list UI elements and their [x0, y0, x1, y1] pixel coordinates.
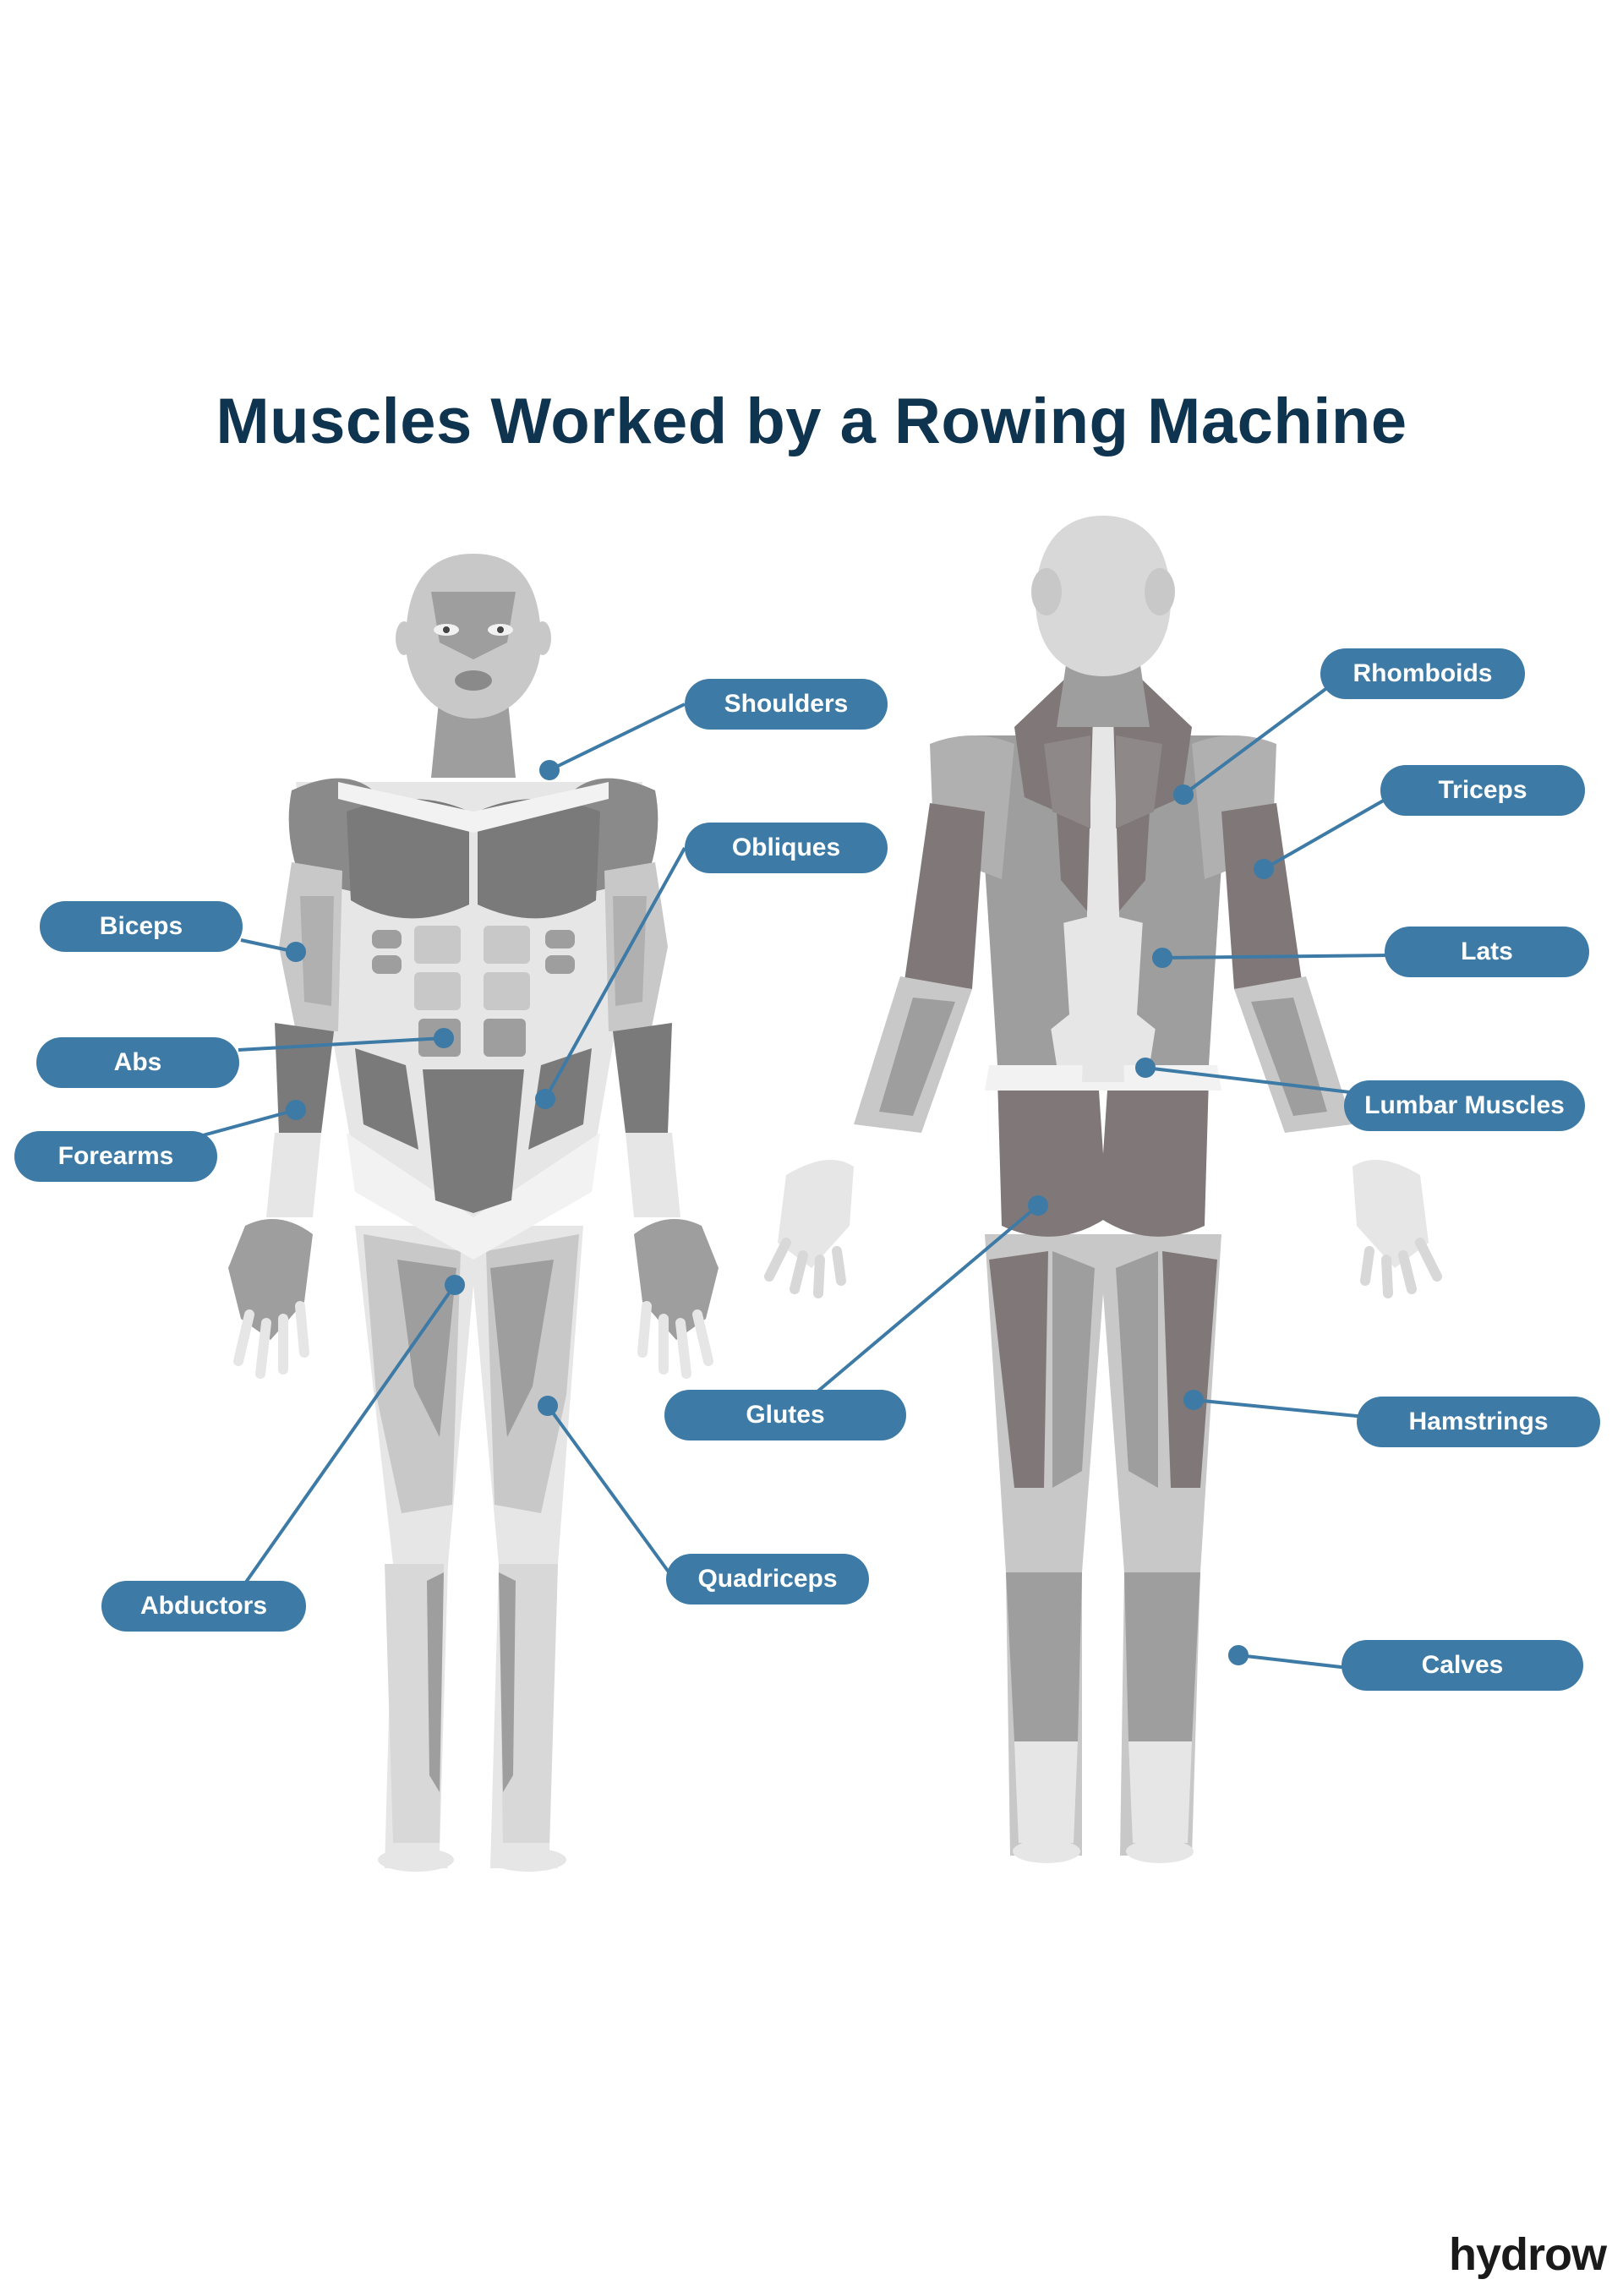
back-ear-left [1031, 568, 1062, 615]
back-upper-arm-right [1221, 803, 1302, 989]
back-upper-arm-left [904, 803, 985, 989]
front-collar [338, 782, 609, 833]
front-oblique-left [355, 1048, 418, 1150]
label-abductors: Abductors [101, 1581, 306, 1632]
leader-lines [202, 683, 1391, 1670]
label-obliques: Obliques [685, 823, 888, 873]
back-foot-right [1126, 1840, 1194, 1863]
label-forearms: Forearms [14, 1131, 217, 1182]
back-glute-left [997, 1074, 1107, 1237]
leader-abs [238, 1028, 454, 1052]
leader-hamstrings [1183, 1390, 1366, 1419]
leader-biceps [240, 938, 306, 962]
back-rhomboid-left [1044, 735, 1090, 828]
front-calf-inner-left [427, 1572, 444, 1792]
front-ear-right [534, 621, 551, 655]
label-calves: Calves [1342, 1640, 1583, 1691]
front-foot-left [378, 1848, 454, 1872]
back-ankle-left [1014, 1741, 1078, 1843]
front-abs-grid [414, 926, 530, 1057]
back-calf-left [1006, 1572, 1082, 1758]
brand-logo: hydrow [1449, 2229, 1607, 2280]
front-wrist-left [266, 1133, 321, 1217]
leader-calves [1228, 1645, 1349, 1670]
leader-lumbar [1135, 1058, 1358, 1095]
label-triceps: Triceps [1380, 765, 1585, 816]
back-rhomboid-right [1116, 735, 1162, 828]
front-forearm-left [275, 1023, 334, 1133]
label-biceps: Biceps [40, 901, 243, 952]
label-glutes: Glutes [664, 1390, 906, 1440]
label-shoulders: Shoulders [685, 679, 888, 730]
back-hand-left [778, 1160, 854, 1268]
front-pec-right [478, 799, 600, 919]
leader-shoulders [539, 702, 686, 780]
leader-lats [1152, 948, 1391, 968]
front-mouth [455, 670, 492, 691]
back-lumbar-fascia [1036, 913, 1171, 1065]
front-forearm-right [613, 1023, 672, 1133]
back-ankle-right [1128, 1741, 1192, 1843]
label-lumbar-muscles: Lumbar Muscles [1344, 1080, 1585, 1131]
back-calf-right [1124, 1572, 1200, 1758]
leader-abductors [239, 1275, 465, 1591]
label-lats: Lats [1385, 927, 1589, 977]
back-hamstring-left [989, 1251, 1048, 1488]
back-ear-right [1145, 568, 1175, 615]
leader-rhomboids [1173, 683, 1333, 805]
back-body-figure [764, 516, 1442, 1863]
front-inner-thigh-right [490, 1260, 554, 1437]
front-bicep-right [613, 896, 647, 1006]
front-foot-right [490, 1848, 566, 1872]
back-hand-right [1352, 1160, 1429, 1268]
leader-quadriceps [538, 1396, 674, 1578]
back-hamstring-left-inner [1052, 1251, 1095, 1488]
front-fingers [233, 1301, 713, 1379]
front-oblique-right [528, 1048, 592, 1150]
back-foot-left [1013, 1840, 1080, 1863]
front-wrist-right [626, 1133, 680, 1217]
back-fingers [764, 1238, 1442, 1298]
front-face-muscles [431, 592, 516, 659]
leader-obliques [535, 847, 686, 1109]
front-calf-inner-right [499, 1572, 516, 1792]
leader-triceps [1254, 797, 1387, 879]
leader-forearms [202, 1100, 306, 1137]
front-serratus [372, 930, 575, 974]
back-forearm-left-inner [879, 998, 955, 1116]
front-pelvis-band [347, 1133, 600, 1260]
page-title: Muscles Worked by a Rowing Machine [216, 385, 1407, 457]
back-glute-right [1099, 1074, 1209, 1237]
back-hamstring-right [1162, 1251, 1217, 1488]
label-rhomboids: Rhomboids [1320, 648, 1525, 699]
front-bicep-left [300, 896, 334, 1006]
label-hamstrings: Hamstrings [1357, 1397, 1600, 1447]
back-head [1036, 516, 1171, 676]
leader-glutes [810, 1195, 1048, 1398]
label-quadriceps: Quadriceps [666, 1554, 869, 1604]
front-lower-abs [423, 1069, 524, 1213]
label-abs: Abs [36, 1037, 239, 1088]
front-ear-left [396, 621, 413, 655]
back-hamstring-right-inner [1116, 1251, 1158, 1488]
front-pec-left [347, 799, 469, 919]
front-body-figure [228, 554, 719, 1872]
